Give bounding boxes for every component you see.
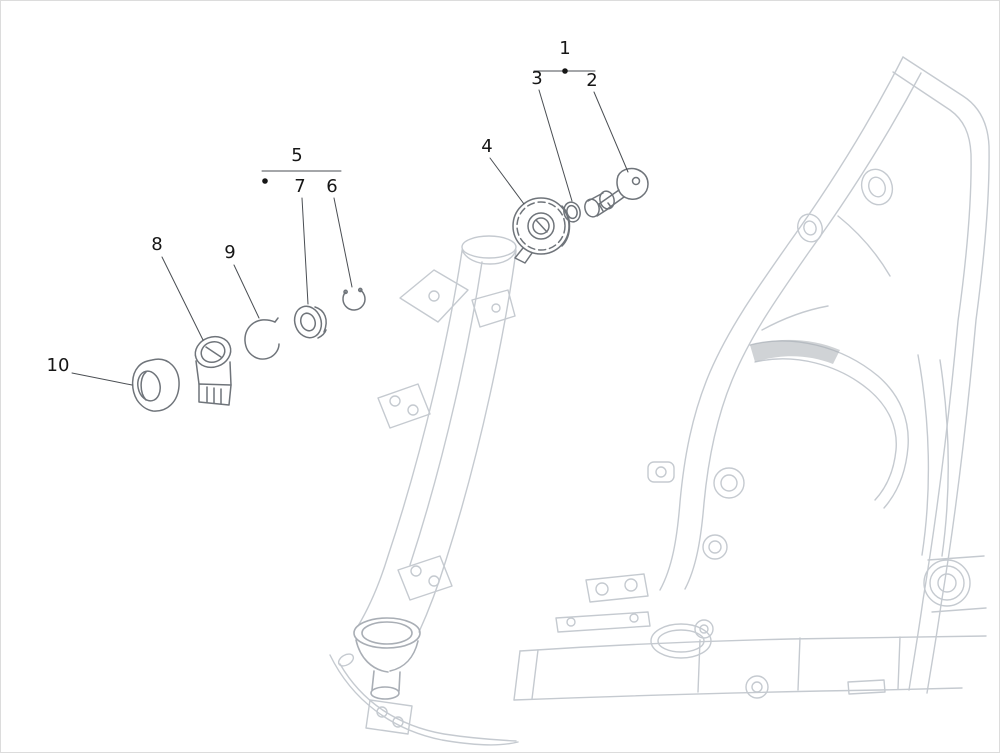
callout-3: 3: [531, 68, 543, 89]
part-key: [598, 167, 649, 212]
kit-bullets: [262, 68, 568, 184]
callout-2: 2: [586, 70, 598, 91]
exploded-parts: [131, 167, 649, 412]
part-lock-flange: [512, 197, 571, 264]
kit-bullet-1: [562, 68, 568, 74]
callout-5: 5: [291, 145, 303, 166]
part-cover-cap: [131, 358, 180, 412]
fork-crown-drawing: [353, 617, 421, 700]
leader-lines: [71, 70, 629, 386]
callout-10: 10: [46, 355, 70, 376]
part-snap-ring: [342, 287, 366, 311]
callout-4: 4: [481, 136, 493, 157]
callout-8: 8: [151, 234, 163, 255]
callout-9: 9: [224, 242, 236, 263]
part-bushing: [293, 305, 327, 339]
callout-6: 6: [326, 176, 338, 197]
callout-7: 7: [294, 176, 306, 197]
callout-1: 1: [559, 38, 571, 59]
part-washer-ring: [563, 201, 581, 223]
frame-drawing: [329, 56, 990, 746]
part-wire-clip: [244, 317, 280, 360]
kit-bullet-5: [262, 178, 268, 184]
part-lock-body: [194, 335, 232, 406]
